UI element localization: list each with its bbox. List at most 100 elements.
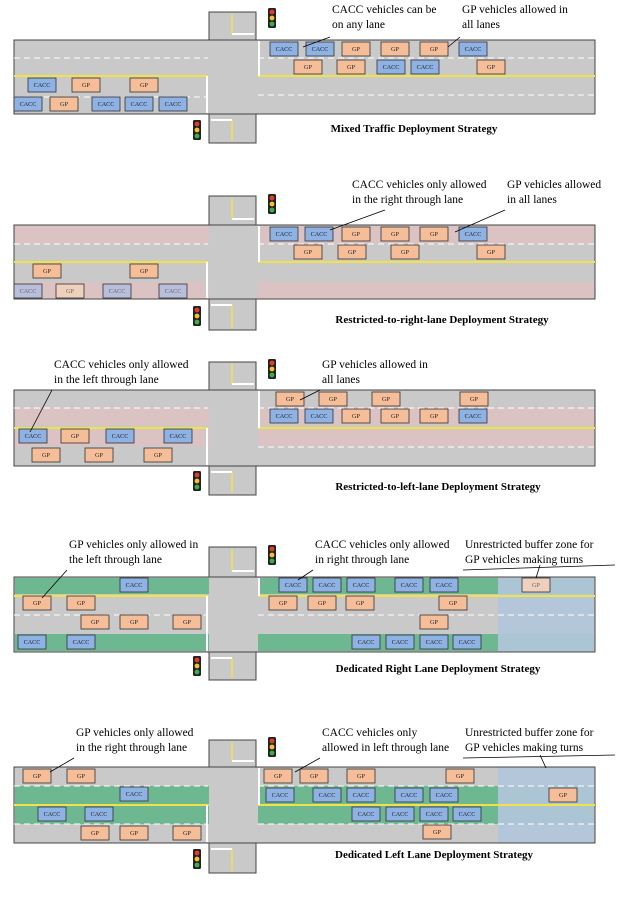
cacc-vehicle: CACC xyxy=(312,577,342,593)
text-label: Unrestricted buffer zone for xyxy=(465,539,594,551)
vehicle-body xyxy=(385,634,415,650)
vehicle-body xyxy=(548,787,578,803)
vehicle-label: GP xyxy=(304,64,312,71)
vehicle-label: CACC xyxy=(131,101,148,108)
text-label: GP vehicles allowed in xyxy=(322,359,428,371)
vehicle-body xyxy=(158,96,188,112)
vehicle-body xyxy=(55,283,85,299)
gp-vehicle: GP xyxy=(380,226,410,242)
yellow-light-icon xyxy=(194,663,200,669)
vehicle-body xyxy=(124,96,154,112)
red-light-icon xyxy=(269,360,275,366)
cacc-vehicle: CACC xyxy=(163,428,193,444)
yellow-light-icon xyxy=(194,127,200,133)
vehicle-label: GP xyxy=(91,619,99,626)
vehicle-body xyxy=(337,244,367,260)
text-label: allowed in left through lane xyxy=(322,742,449,754)
callout-leader-line xyxy=(29,389,53,433)
vehicle-body xyxy=(476,59,506,75)
vehicle-body xyxy=(419,614,449,630)
intersection xyxy=(209,390,256,466)
vehicle-label: GP xyxy=(183,830,191,837)
vehicle-label: GP xyxy=(401,249,409,256)
gp-vehicle: GP xyxy=(49,96,79,112)
vehicle-label: GP xyxy=(347,64,355,71)
vehicle-body xyxy=(293,59,323,75)
callout-leader-line xyxy=(297,569,314,581)
vehicle-body xyxy=(60,428,90,444)
gp-vehicle: GP xyxy=(263,768,293,784)
vehicle-body xyxy=(422,824,452,840)
callout-leader-line xyxy=(539,754,547,769)
vehicle-body xyxy=(91,96,121,112)
gp-vehicle: GP xyxy=(548,787,578,803)
vehicle-body xyxy=(476,244,506,260)
vehicle-label: GP xyxy=(456,773,464,780)
text-label: GP vehicles only allowed xyxy=(76,727,194,739)
red-light-icon xyxy=(194,657,200,663)
cacc-vehicle: CACC xyxy=(394,577,424,593)
vehicle-label: GP xyxy=(382,396,390,403)
vehicle-label: CACC xyxy=(465,46,482,53)
intersection xyxy=(209,577,256,652)
vehicle-label: GP xyxy=(449,600,457,607)
vehicle-body xyxy=(341,41,371,57)
annotation-callout: GP vehicles allowed in all lanes xyxy=(454,179,601,233)
dedicated-lane xyxy=(15,634,209,651)
text-label: GP vehicles allowed xyxy=(507,179,601,191)
vehicle-body xyxy=(419,41,449,57)
vehicle-body xyxy=(351,806,381,822)
vehicle-body xyxy=(351,634,381,650)
vehicle-body xyxy=(346,768,376,784)
vehicle-body xyxy=(119,825,149,841)
vehicle-label: CACC xyxy=(272,792,289,799)
gp-vehicle: GP xyxy=(419,408,449,424)
vehicle-body xyxy=(37,806,67,822)
vehicle-body xyxy=(419,634,449,650)
vehicle-body xyxy=(452,806,482,822)
vehicle-label: GP xyxy=(310,773,318,780)
restricted-lane xyxy=(15,226,209,244)
gp-vehicle: GP xyxy=(66,595,96,611)
vehicle-body xyxy=(312,787,342,803)
vehicle-body xyxy=(278,577,308,593)
vehicle-label: GP xyxy=(391,46,399,53)
callout-leader-line xyxy=(329,209,386,231)
vehicle-body xyxy=(269,41,299,57)
vehicle-body xyxy=(172,614,202,630)
cacc-vehicle: CACC xyxy=(17,634,47,650)
vehicle-body xyxy=(105,428,135,444)
vehicle-label: CACC xyxy=(170,433,187,440)
red-light-icon xyxy=(269,546,275,552)
callout-leader-line xyxy=(49,757,75,773)
green-light-icon xyxy=(269,21,275,27)
vehicle-label: GP xyxy=(43,268,51,275)
vehicle-body xyxy=(80,825,110,841)
vehicle-body xyxy=(390,244,420,260)
cacc-vehicle: CACC xyxy=(458,408,488,424)
vehicle-label: CACC xyxy=(20,288,37,295)
gp-vehicle: GP xyxy=(22,768,52,784)
intersection xyxy=(209,767,256,843)
vehicle-body xyxy=(268,595,298,611)
red-light-icon xyxy=(269,738,275,744)
vehicle-label: GP xyxy=(42,452,50,459)
gp-vehicle: GP xyxy=(341,41,371,57)
vehicle-label: GP xyxy=(66,288,74,295)
text-label: the left through lane xyxy=(69,554,162,566)
callout-leader-line xyxy=(294,757,321,773)
cacc-vehicle: CACC xyxy=(27,77,57,93)
callout-leader-line xyxy=(41,569,68,599)
gp-vehicle: GP xyxy=(71,77,101,93)
vehicle-body xyxy=(66,768,96,784)
vehicle-label: GP xyxy=(487,249,495,256)
cacc-vehicle: CACC xyxy=(394,787,424,803)
dedicated-lane xyxy=(15,786,209,804)
cacc-vehicle: CACC xyxy=(304,226,334,242)
text-label: in all lanes xyxy=(507,194,557,206)
text-label: GP vehicles allowed in xyxy=(462,4,568,16)
